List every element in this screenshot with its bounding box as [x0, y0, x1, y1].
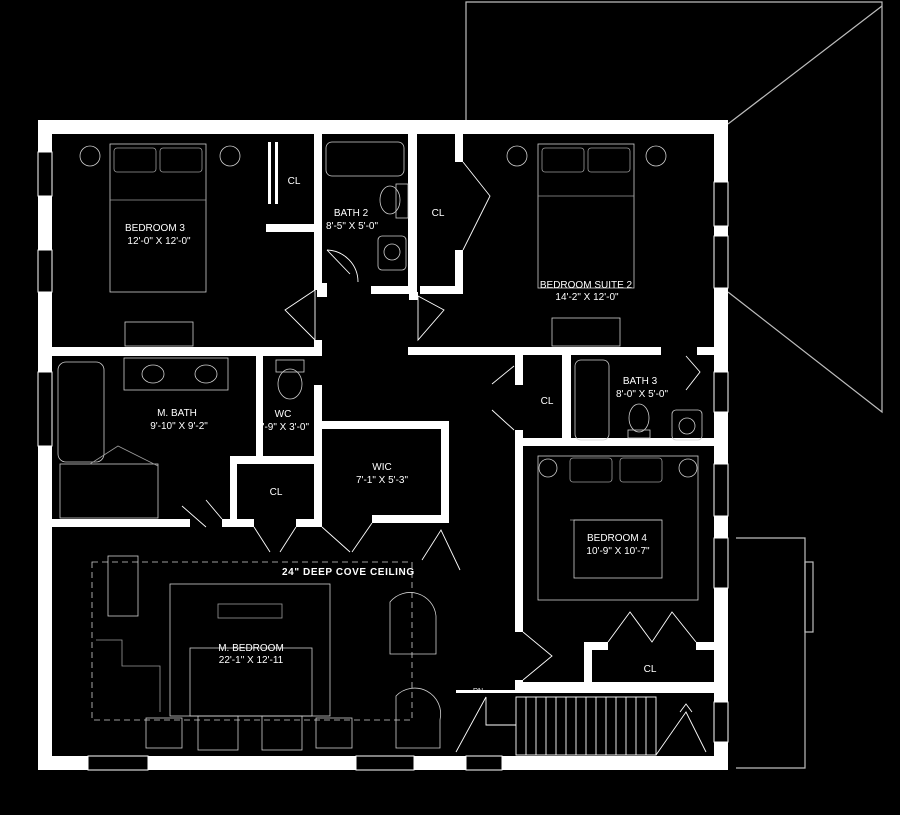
closet-label: CL — [432, 208, 445, 219]
room-dims-wic: 7'-1" X 5'-3" — [356, 475, 409, 486]
windows — [37, 151, 729, 771]
doors — [181, 161, 701, 681]
room-name-bedroom-suite2: BEDROOM SUITE 2 — [540, 280, 633, 291]
room-name-wc: WC — [275, 409, 292, 420]
window — [713, 701, 729, 743]
stair-dn-label: DN — [473, 688, 483, 695]
closet-label: CL — [288, 176, 301, 187]
window — [713, 537, 729, 589]
room-labels: BEDROOM 3 12'-0" X 12'-0" BATH 2 8'-5" X… — [125, 176, 668, 675]
cove-ceiling-note: 24" DEEP COVE CEILING — [282, 567, 415, 578]
room-dims-m-bath: 9'-10" X 9'-2" — [150, 421, 208, 432]
closet-label: CL — [270, 487, 283, 498]
bed-mbedroom — [91, 555, 442, 751]
window — [37, 371, 53, 447]
room-dims-wc: 5'-9" X 3'-0" — [257, 422, 310, 433]
stair: DN — [455, 688, 707, 756]
closet-label: CL — [644, 664, 657, 675]
fixtures — [57, 141, 703, 751]
room-dims-bedroom-suite2: 14'-2" X 12'-0" — [555, 292, 619, 303]
mbath-fixtures — [57, 357, 305, 519]
room-name-m-bath: M. BATH — [157, 408, 197, 419]
room-dims-bath3: 8'-0" X 5'-0" — [616, 389, 669, 400]
window — [713, 371, 729, 413]
closet-label: CL — [541, 396, 554, 407]
window — [713, 181, 729, 227]
bath2-fixtures — [325, 141, 409, 271]
room-name-bedroom3: BEDROOM 3 — [125, 223, 185, 234]
window — [713, 235, 729, 289]
window — [37, 249, 53, 293]
bath3-fixtures — [574, 359, 703, 441]
window — [465, 755, 503, 771]
bed-suite2 — [506, 143, 667, 347]
room-dims-m-bedroom: 22'-1" X 12'-11 — [219, 655, 284, 666]
window — [355, 755, 415, 771]
window — [37, 151, 53, 197]
room-name-bath2: BATH 2 — [334, 208, 369, 219]
room-dims-bath2: 8'-5" X 5'-0" — [326, 221, 379, 232]
room-dims-bedroom4: 10'-9" X 10'-7" — [586, 546, 650, 557]
bed-bedroom3 — [79, 143, 241, 347]
room-dims-bedroom3: 12'-0" X 12'-0" — [127, 236, 191, 247]
window — [87, 755, 149, 771]
room-name-bath3: BATH 3 — [623, 376, 658, 387]
window — [713, 463, 729, 517]
roof-outline — [465, 1, 883, 769]
room-name-m-bedroom: M. BEDROOM — [218, 643, 284, 654]
room-name-bedroom4: BEDROOM 4 — [587, 533, 647, 544]
bed-bedroom4 — [537, 455, 699, 601]
interior-walls — [52, 134, 714, 693]
room-name-wic: WIC — [372, 462, 391, 473]
